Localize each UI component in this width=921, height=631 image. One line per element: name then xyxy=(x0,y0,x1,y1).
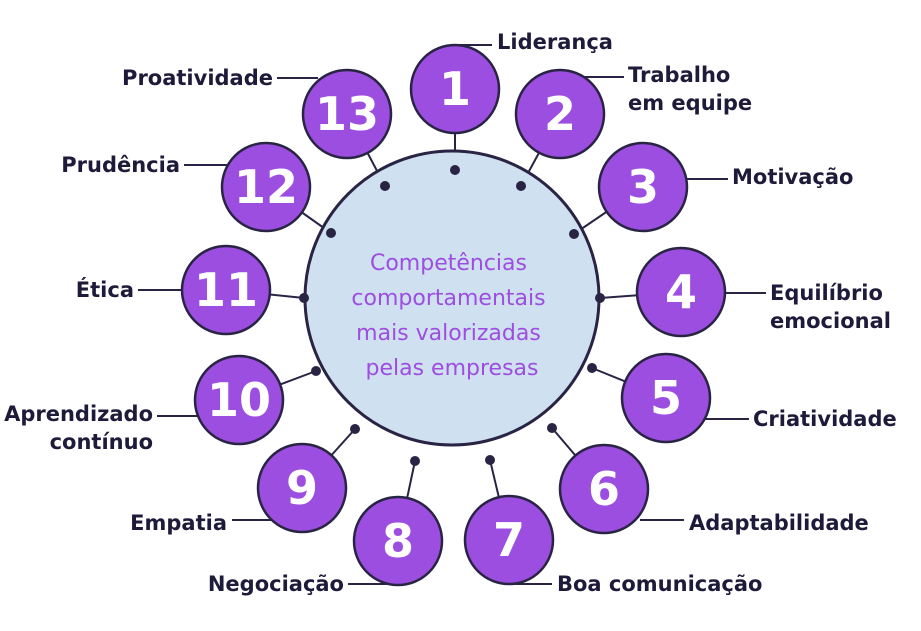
hub-connector-dot xyxy=(410,456,420,466)
hub-connector-dot xyxy=(350,424,360,434)
competency-label: Prudência xyxy=(61,153,180,177)
competency-label-line: Ética xyxy=(76,277,134,302)
competency-label: Equilíbrio emocional xyxy=(770,281,891,333)
competency-label-line: Aprendizado xyxy=(4,402,153,426)
competency-node-circle xyxy=(620,352,712,444)
hub-connector-dot xyxy=(380,181,390,191)
competency-label-line: emocional xyxy=(770,309,891,333)
competency-node-number: 4 xyxy=(665,265,697,319)
competency-label-line: Trabalho xyxy=(628,63,730,87)
competency-node-circle xyxy=(463,494,555,586)
competency-label: Trabalho em equipe xyxy=(628,63,752,115)
hub-connector-dot xyxy=(485,455,495,465)
competency-node-number: 1 xyxy=(439,62,471,116)
competency-label-line: Equilíbrio xyxy=(770,281,883,305)
competency-label-line: Liderança xyxy=(497,30,613,54)
competency-node-circle xyxy=(220,141,312,233)
competency-node-circle xyxy=(352,495,444,587)
competency-label-line: Criatividade xyxy=(753,407,897,431)
competency-label: Motivação xyxy=(732,165,853,189)
competency-label-line: Empatia xyxy=(130,511,227,535)
competency-node-circle xyxy=(301,68,393,160)
competency-node-circle xyxy=(409,43,501,135)
competency-node-circle xyxy=(514,68,606,160)
competency-label: Aprendizado contínuo xyxy=(4,402,153,454)
competency-label: Boa comunicação xyxy=(557,572,762,596)
competency-node-circle xyxy=(193,354,285,446)
hub-connector-dot xyxy=(311,366,321,376)
competency-label-line: Negociação xyxy=(208,572,344,596)
competency-label: Liderança xyxy=(497,30,613,54)
hub-connector-dot xyxy=(516,181,526,191)
competency-node-number: 11 xyxy=(194,263,258,317)
competency-node-number: 13 xyxy=(315,87,379,141)
competency-node-circle xyxy=(635,246,727,338)
hub-connector-dot xyxy=(326,228,336,238)
competency-node-number: 5 xyxy=(650,371,682,425)
hub-connector-dot xyxy=(547,423,557,433)
competency-label-line: em equipe xyxy=(628,91,752,115)
competency-node-number: 10 xyxy=(207,373,271,427)
competency-label: Proatividade xyxy=(122,66,273,90)
competency-node-number: 2 xyxy=(544,87,576,141)
competency-label: Empatia xyxy=(130,511,227,535)
competency-node-circle xyxy=(597,141,689,233)
competency-label-line: Proatividade xyxy=(122,66,273,90)
central-hub-title-line: comportamentais xyxy=(351,286,545,311)
hub-connector-dot xyxy=(595,293,605,303)
competency-node-circle xyxy=(558,443,650,535)
central-hub-title: Competências comportamentais mais valori… xyxy=(351,251,552,381)
competency-node-number: 6 xyxy=(588,462,620,516)
competency-label-line: Adaptabilidade xyxy=(689,511,869,535)
competency-label-line: Prudência xyxy=(61,153,180,177)
hub-connector-dot xyxy=(299,293,309,303)
competency-label-line: Motivação xyxy=(732,165,853,189)
competency-node-circle xyxy=(180,244,272,336)
central-hub-title-line: mais valorizadas xyxy=(356,321,541,346)
central-hub-title-line: pelas empresas xyxy=(366,356,539,381)
competency-label-line: contínuo xyxy=(50,430,153,454)
competency-node-circle xyxy=(256,442,348,534)
hub-connector-dot xyxy=(587,363,597,373)
competency-node-number: 9 xyxy=(286,461,318,515)
competency-label: Negociação xyxy=(208,572,344,596)
competency-label-line: Boa comunicação xyxy=(557,572,762,596)
hub-connector-dot xyxy=(569,229,579,239)
competency-label: Adaptabilidade xyxy=(689,511,869,535)
connector-dots xyxy=(299,165,605,466)
competency-node-number: 3 xyxy=(627,160,659,214)
competency-node-number: 8 xyxy=(382,514,414,568)
competency-label: Ética xyxy=(76,277,134,302)
central-hub-title-line: Competências xyxy=(370,251,527,276)
hub-connector-dot xyxy=(450,165,460,175)
competency-label: Criatividade xyxy=(753,407,897,431)
competency-node-number: 7 xyxy=(493,513,525,567)
competency-node-number: 12 xyxy=(234,160,298,214)
